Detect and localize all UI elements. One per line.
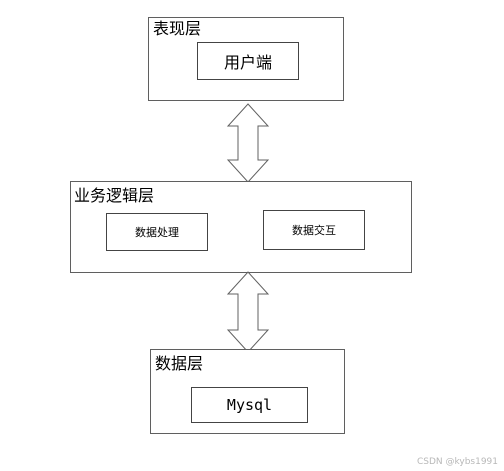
presentation-layer: 表现层 用户端 xyxy=(148,17,344,101)
data-layer: 数据层 Mysql xyxy=(150,349,345,434)
watermark: CSDN @kybs1991 xyxy=(416,457,498,467)
mysql-box: Mysql xyxy=(191,387,308,423)
business-logic-layer: 业务逻辑层 数据处理 数据交互 xyxy=(70,181,412,273)
data-interaction-label: 数据交互 xyxy=(292,224,336,237)
client-label: 用户端 xyxy=(223,53,272,72)
data-processing-box: 数据处理 xyxy=(106,213,208,251)
arrow-bottom-shape xyxy=(226,271,270,353)
client-box: 用户端 xyxy=(197,42,299,80)
bidirectional-arrow-top-icon xyxy=(226,103,270,183)
data-layer-title: 数据层 xyxy=(155,354,204,373)
presentation-layer-title: 表现层 xyxy=(153,19,202,38)
mysql-label: Mysql xyxy=(226,396,273,414)
bidirectional-arrow-bottom-icon xyxy=(226,271,270,353)
data-processing-label: 数据处理 xyxy=(135,226,179,239)
arrow-top-shape xyxy=(226,103,270,183)
data-interaction-box: 数据交互 xyxy=(263,210,365,250)
business-logic-layer-title: 业务逻辑层 xyxy=(74,186,155,205)
